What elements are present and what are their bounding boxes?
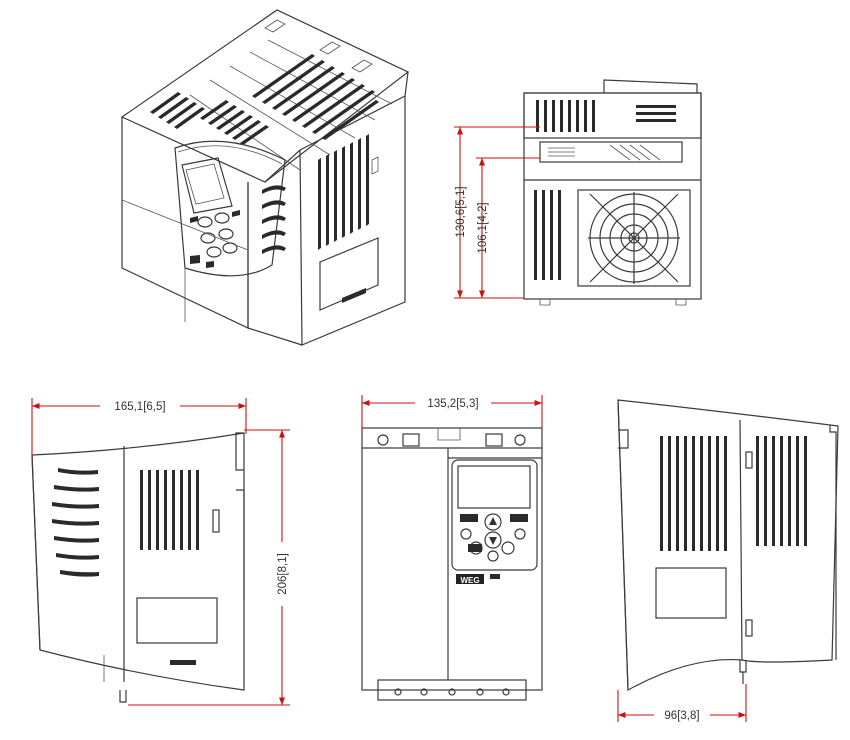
dimension-front-view-width: 135,2[5,3] [361, 395, 543, 428]
right-side-view [617, 399, 839, 691]
down-arrow-key-icon [489, 537, 497, 545]
side-view-curved-vents [52, 468, 99, 577]
dimension-side-view-height: 206[8,1] [128, 429, 290, 706]
dimension-right-view-depth: 96[3,8] [617, 684, 747, 723]
right-view-vents-left [660, 436, 727, 551]
brand-logo-text: WEG [460, 576, 479, 585]
iso-side-vents [318, 134, 369, 250]
dim-label-135: 135,2[5,3] [427, 398, 478, 410]
dim-label-165: 165,1[6,5] [114, 401, 165, 413]
side-view [31, 432, 245, 703]
dimension-top-right-total-height: 130,6[5,1] [454, 126, 540, 299]
iso-keypad [181, 157, 240, 268]
brand-logo-icon: WEG [456, 574, 484, 585]
dimension-top-right-inner-height: 106,1[4,2] [476, 157, 540, 298]
dim-label-96: 96[3,8] [664, 710, 699, 722]
dim-label-106: 106,1[4,2] [477, 202, 489, 253]
top-vent-slots [150, 54, 379, 145]
dimension-side-view-width: 165,1[6,5] [31, 398, 247, 458]
front-view: WEG [361, 427, 543, 701]
dim-label-130: 130,6[5,1] [455, 186, 467, 237]
isometric-view [120, 9, 410, 346]
dim-label-206: 206[8,1] [277, 553, 289, 595]
top-view-side-slots [534, 190, 561, 280]
top-view-vents [536, 100, 676, 132]
top-view [523, 79, 702, 306]
up-arrow-key-icon [489, 517, 497, 525]
top-vent-ribs [189, 39, 393, 171]
side-view-vents [140, 470, 199, 550]
front-keypad [451, 459, 538, 571]
right-view-vents-right [756, 436, 807, 546]
iso-cover-vents [262, 185, 286, 254]
fan-grille-icon [577, 189, 691, 287]
